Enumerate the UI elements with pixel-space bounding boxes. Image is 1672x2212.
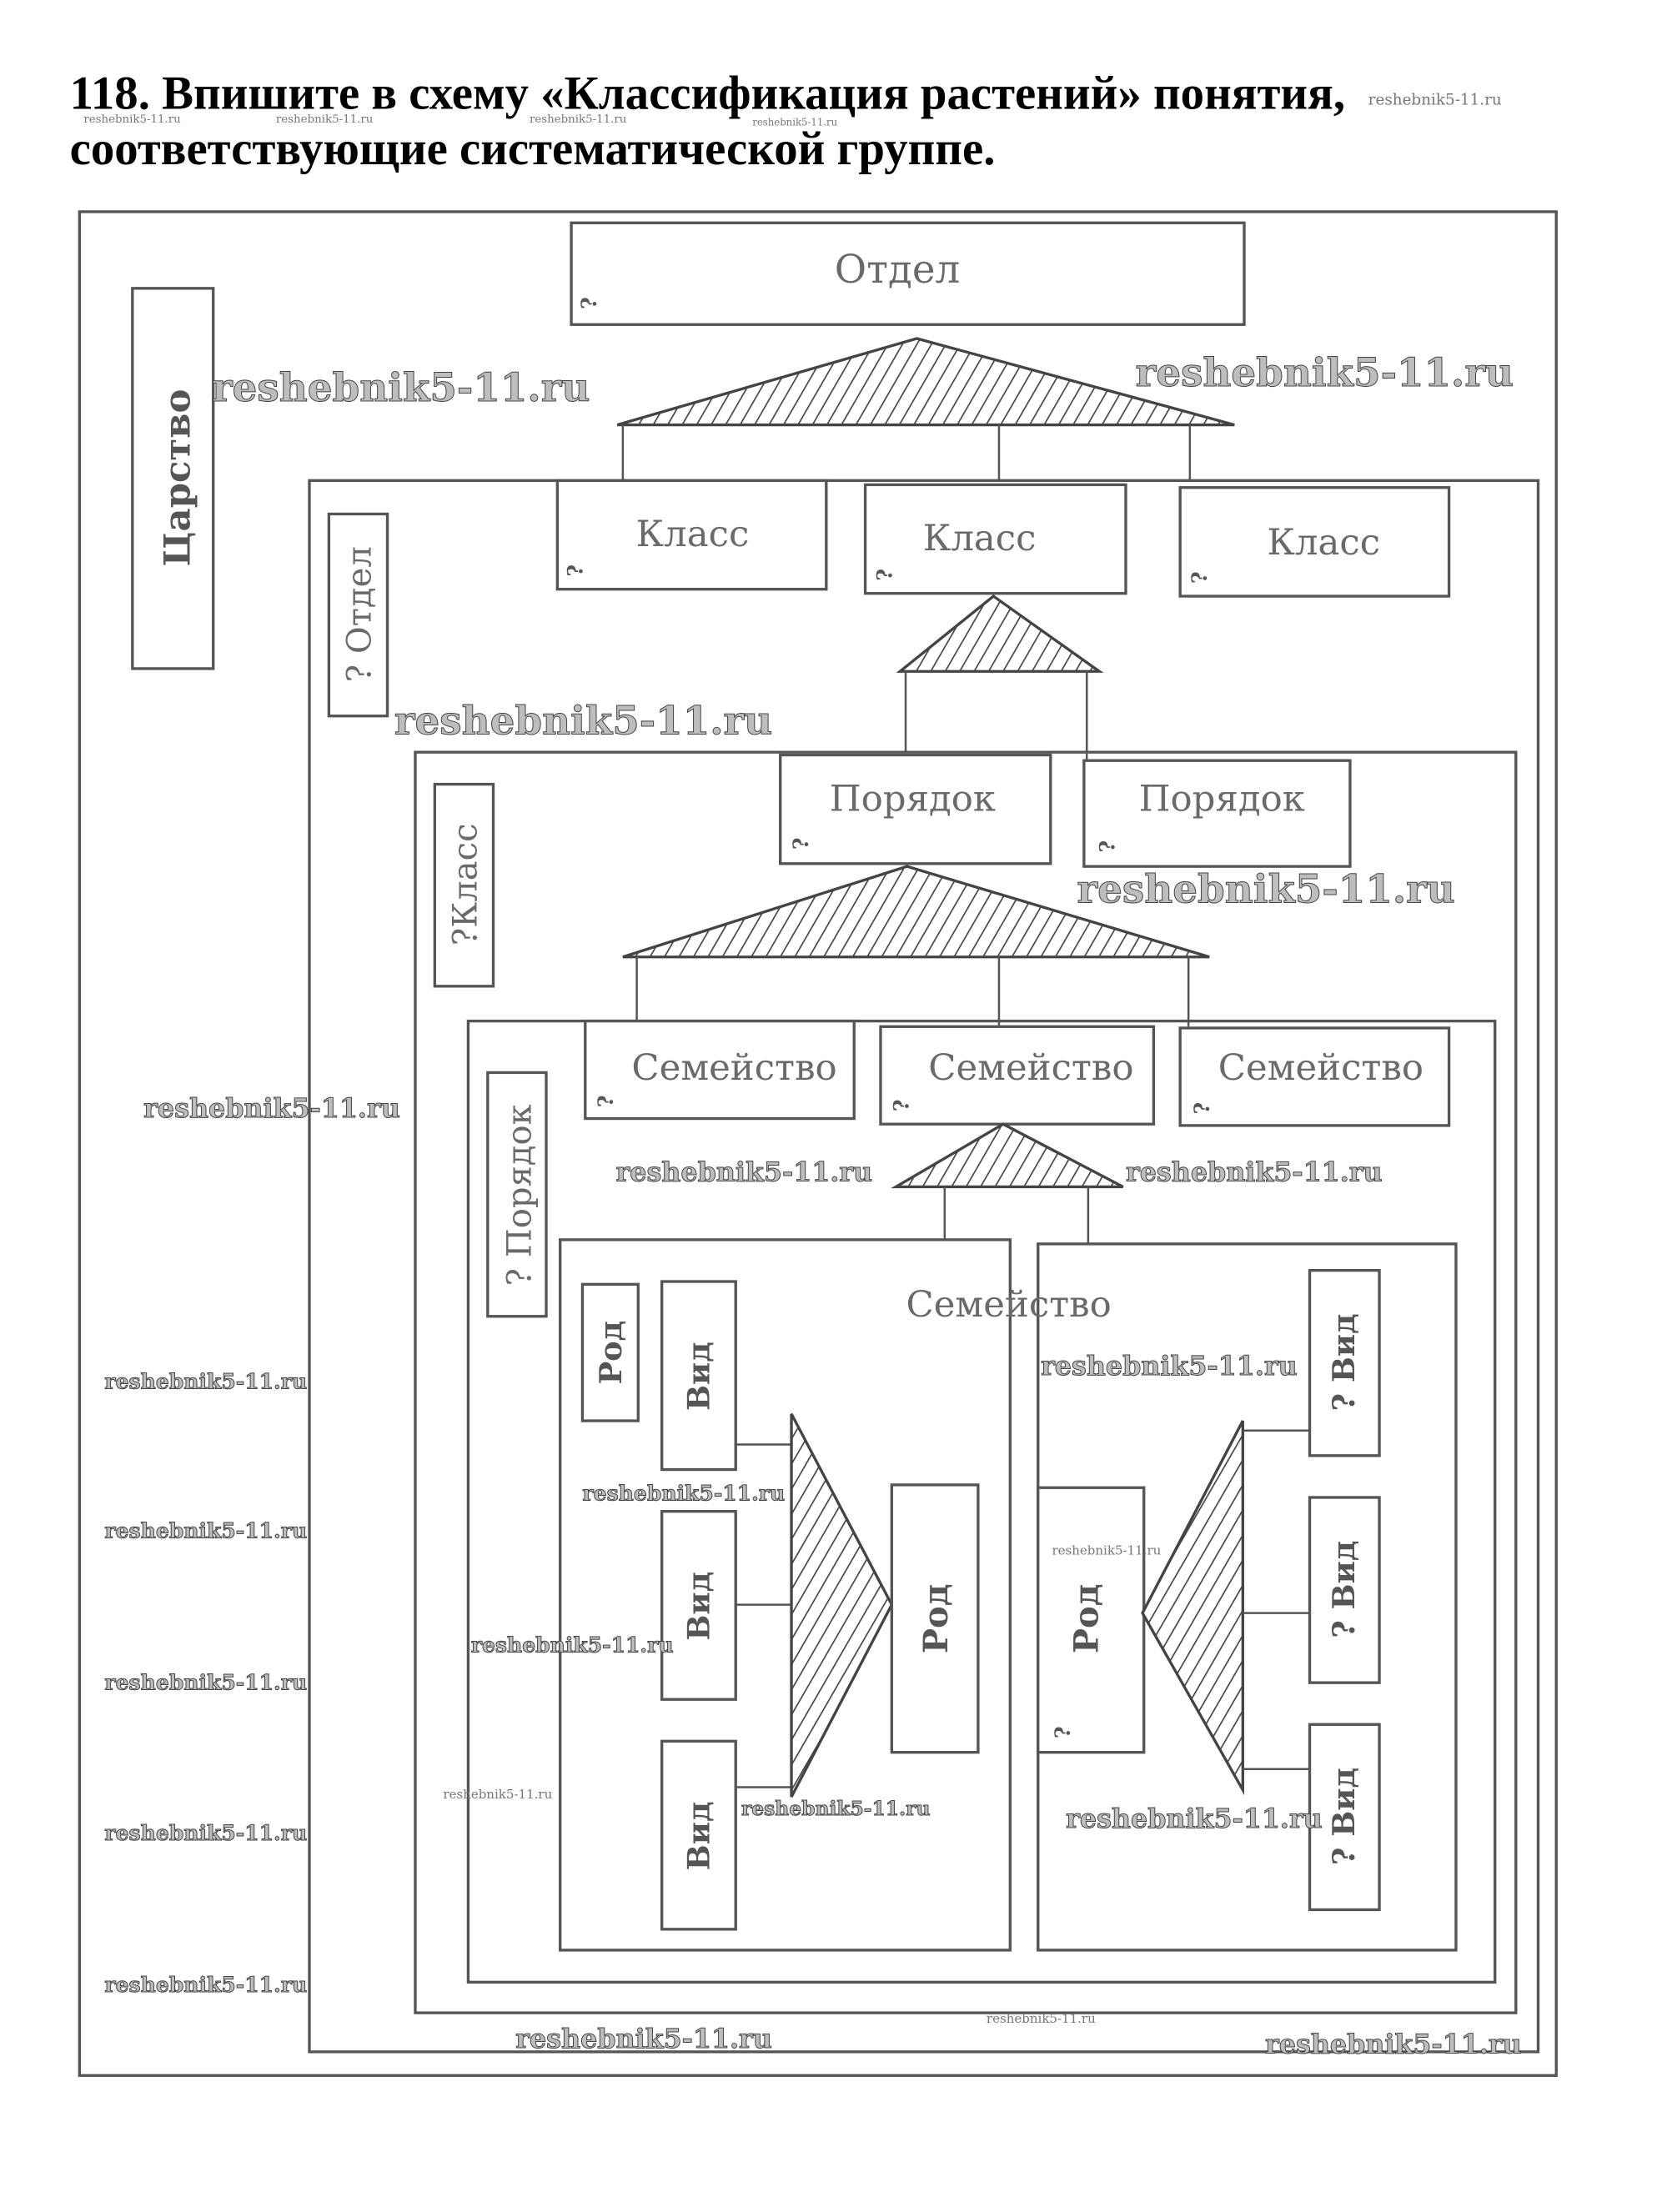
watermark: reshebnik5-11.ru [143, 1093, 400, 1124]
watermark: reshebnik5-11.ru [104, 1972, 307, 1997]
species-label: ? Вид [1325, 1313, 1362, 1411]
class-label: Класс [1267, 522, 1380, 564]
order-frame [466, 1019, 1497, 1984]
genus-box[interactable]: Род [890, 1483, 980, 1754]
class-box[interactable]: Класс ? [555, 479, 828, 591]
watermark: reshebnik5-11.ru [1041, 1351, 1298, 1382]
watermark: reshebnik5-11.ru [212, 365, 590, 411]
family-label: Семейство [631, 1047, 836, 1089]
species-label: Вид [680, 1802, 716, 1871]
genus-label: Род [1067, 1584, 1107, 1654]
watermark: reshebnik5-11.ru [582, 1480, 785, 1505]
class-box[interactable]: Класс ? [1178, 486, 1451, 598]
division-side-label: ? Отдел [341, 546, 379, 682]
order-box[interactable]: Порядок ? [779, 753, 1052, 865]
division-side-box [327, 512, 389, 718]
order-label: Порядок [830, 778, 996, 820]
species-box[interactable]: Вид [660, 1509, 737, 1701]
family-frame-left [559, 1238, 1012, 1952]
class-label: Класс [923, 518, 1037, 559]
branch-triangle-genus-left [790, 1412, 894, 1798]
division-label: Отдел [835, 248, 960, 293]
division-frame [308, 479, 1540, 2054]
family-label: Семейство [1218, 1047, 1423, 1089]
genus-box[interactable]: Род ? [1037, 1486, 1146, 1754]
watermark: reshebnik5-11.ru [616, 1157, 873, 1188]
watermark: reshebnik5-11.ru [1077, 867, 1455, 913]
watermark: reshebnik5-11.ru [1136, 350, 1514, 396]
species-box[interactable]: ? Вид [1308, 1496, 1381, 1684]
order-side-label: ? Порядок [501, 1104, 540, 1286]
watermark: reshebnik5-11.ru [1066, 1803, 1323, 1834]
family-label: Семейство [928, 1047, 1133, 1089]
kingdom-frame [78, 210, 1558, 2077]
question-mark: ? [1189, 1102, 1214, 1115]
class-side-box [433, 782, 495, 988]
question-mark: ? [1187, 571, 1212, 584]
watermark: reshebnik5-11.ru [530, 113, 627, 126]
family-box[interactable]: Семейство ? [1178, 1026, 1451, 1127]
species-label: ? Вид [1325, 1768, 1362, 1865]
class-side-label: ?Класс [446, 823, 485, 945]
class-box[interactable]: Класс ? [863, 483, 1127, 595]
branch-triangle-family [891, 1122, 1124, 1189]
kingdom-label: Царство [156, 389, 198, 567]
branch-triangle-order [622, 865, 1210, 959]
branch-triangle-class [896, 594, 1104, 673]
watermark: reshebnik5-11.ru [104, 1670, 307, 1695]
family-box[interactable]: Семейство ? [879, 1025, 1156, 1126]
branch-triangle-division [616, 337, 1235, 427]
watermark: reshebnik5-11.ru [276, 113, 374, 126]
watermark: reshebnik5-11.ru [1052, 1542, 1161, 1557]
watermark: reshebnik5-11.ru [1265, 2029, 1522, 2060]
species-label: ? Вид [1325, 1541, 1362, 1638]
task-title-line1: 118. Впишите в схему «Классификация раст… [70, 67, 1345, 119]
class-frame [414, 750, 1518, 2014]
order-side-box [486, 1071, 548, 1318]
question-mark: ? [1050, 1726, 1075, 1738]
species-box[interactable]: Вид [660, 1280, 737, 1472]
family-box[interactable]: Семейство ? [584, 1019, 856, 1121]
watermark: reshebnik5-11.ru [987, 2011, 1096, 2026]
task-title-line2: соответствующие систематической группе. [70, 123, 996, 175]
watermark: reshebnik5-11.ru [515, 2024, 772, 2054]
order-label: Порядок [1139, 778, 1305, 820]
genus-label: Род [916, 1584, 956, 1654]
question-mark: ? [562, 564, 587, 577]
question-mark: ? [788, 837, 813, 850]
question-mark: ? [1095, 840, 1120, 853]
family-inner-label: Семейство [906, 1284, 1112, 1326]
genus-label-box [580, 1282, 640, 1422]
kingdom-box [131, 287, 215, 670]
question-mark: ? [888, 1099, 913, 1111]
watermark: reshebnik5-11.ru [741, 1797, 931, 1820]
division-box-top[interactable] [570, 221, 1246, 326]
branch-triangle-genus-right [1141, 1420, 1245, 1796]
watermark: reshebnik5-11.ru [104, 1517, 307, 1542]
watermark: reshebnik5-11.ru [394, 698, 772, 744]
question-mark: ? [593, 1095, 618, 1107]
watermark: reshebnik5-11.ru [1126, 1157, 1383, 1188]
order-box[interactable]: Порядок ? [1082, 759, 1352, 868]
watermark: reshebnik5-11.ru [104, 1369, 307, 1394]
watermark: reshebnik5-11.ru [83, 113, 181, 126]
species-label: Вид [680, 1572, 716, 1641]
watermark: reshebnik5-11.ru [752, 116, 837, 128]
species-box[interactable]: ? Вид [1308, 1723, 1381, 1912]
watermark: reshebnik5-11.ru [471, 1632, 674, 1657]
question-mark: ? [871, 569, 896, 581]
genus-label: Род [592, 1321, 629, 1385]
watermark: reshebnik5-11.ru [443, 1787, 552, 1802]
species-box[interactable]: Вид [660, 1739, 737, 1931]
watermark: reshebnik5-11.ru [104, 1820, 307, 1845]
class-label: Класс [636, 514, 750, 555]
species-label: Вид [680, 1342, 716, 1411]
species-box[interactable]: ? Вид [1308, 1268, 1381, 1457]
watermark: reshebnik5-11.ru [1368, 91, 1502, 108]
question-mark: ? [576, 297, 601, 309]
